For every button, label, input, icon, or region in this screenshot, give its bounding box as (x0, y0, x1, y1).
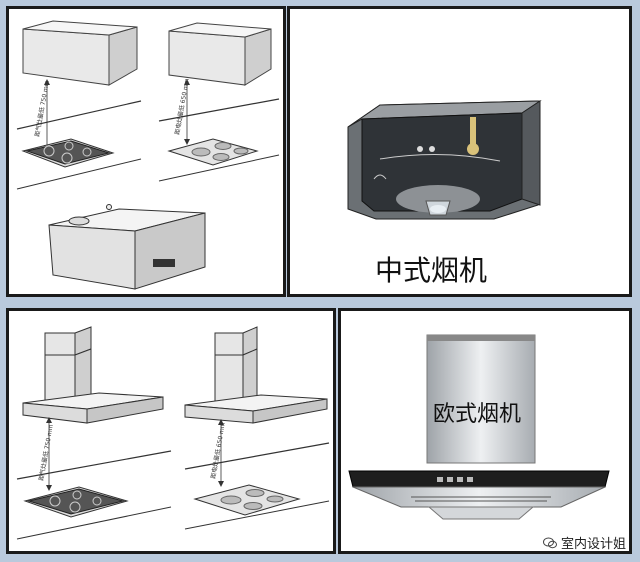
distance-label-gas: 距气灶最低 750 mm (33, 80, 51, 138)
chimney-hood-left (22, 326, 164, 424)
chinese-hood-photo (347, 100, 542, 220)
chinese-hood-diagram: 距气灶最低 750 mm 距电灶最低 650 mm (16, 20, 280, 290)
watermark-text: 室内设计姐 (560, 537, 626, 552)
chinese-hood-label: 中式烟机 (375, 254, 488, 287)
distance-label-electric: 距电灶最低 650 mm (173, 78, 191, 136)
european-hood-diagram-panel: 距气灶最低 750 mm 距电灶最低 650 mm (6, 308, 336, 554)
chinese-hood-diagram-panel: 距气灶最低 750 mm 距电灶最低 650 mm (6, 6, 286, 297)
chimney-hood-right (184, 326, 328, 424)
electric-cooktop-eu (193, 484, 301, 516)
wechat-icon (542, 537, 557, 548)
hood-box-left (22, 20, 138, 86)
european-hood-label: 欧式烟机 (433, 402, 522, 427)
hood-box-right (168, 22, 272, 86)
chinese-hood-photo-panel: 中式烟机 (287, 6, 632, 297)
european-hood-photo (348, 334, 610, 520)
electric-cooktop (167, 138, 259, 166)
watermark: 室内设计姐 (542, 533, 626, 552)
control-panel-icon (153, 259, 175, 267)
gas-cooktop-eu (23, 486, 129, 518)
hood-large (48, 204, 206, 290)
european-hood-photo-panel: 欧式烟机 (338, 308, 632, 554)
european-hood-diagram: 距气灶最低 750 mm 距电灶最低 650 mm (16, 326, 330, 540)
gas-cooktop (21, 138, 115, 168)
distance-label-electric-eu: 距电灶最低 650 mm (209, 422, 227, 480)
